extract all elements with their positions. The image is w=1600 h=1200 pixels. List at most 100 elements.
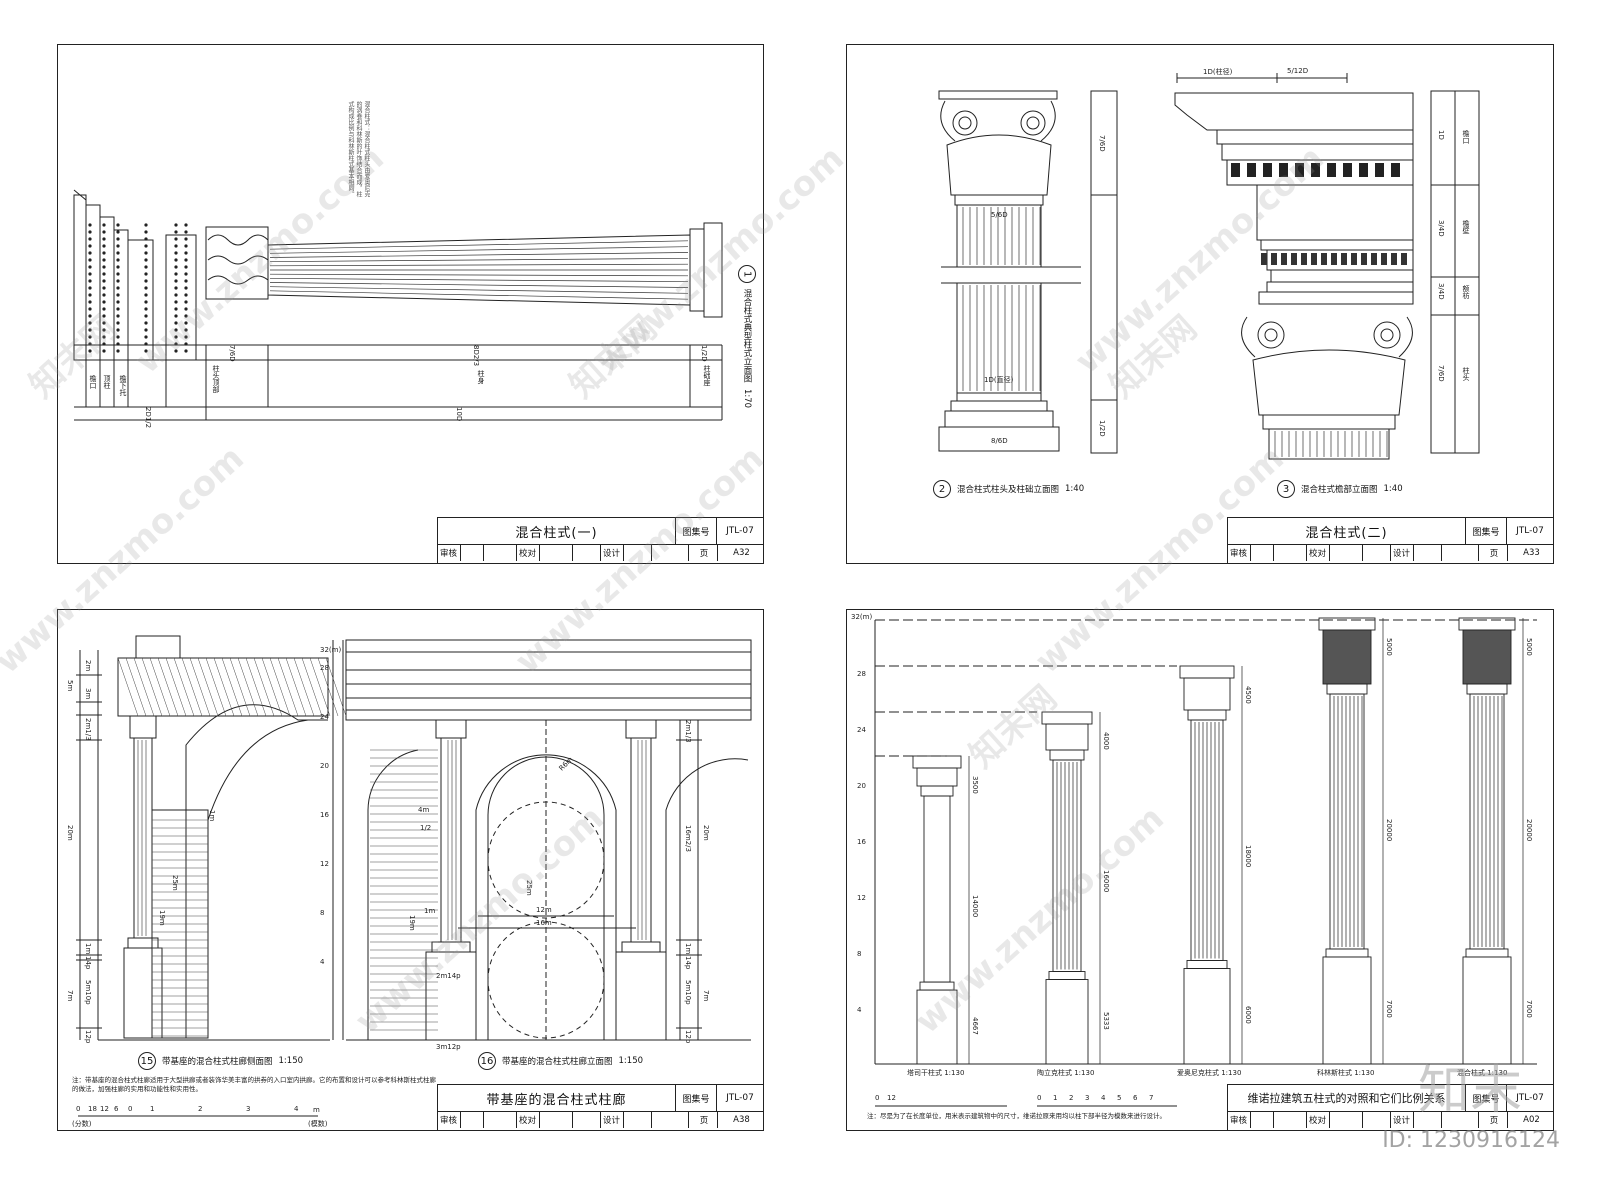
axis-tick-label: 20: [320, 762, 329, 770]
dim-1d-diameter: 1D(直径): [984, 376, 1014, 384]
entablature-frieze: [1462, 629, 1512, 685]
orders-note: 注：尽是为了在长度单位，用米表示建筑物中的尺寸，维诺拉原来用均以柱下部半径为模数…: [867, 1112, 1166, 1120]
dentil: [1391, 163, 1400, 177]
shaft-flute: [269, 282, 689, 288]
molding-bead: [184, 300, 188, 304]
label-capital: 柱头: [1462, 367, 1470, 381]
set-code: JTL-07: [717, 518, 763, 545]
molding-bead: [144, 272, 148, 276]
arcade-note: 注：带基座的混合柱式柱廊适用于大型拱廊或者装饰华美丰富的拱券的入口室内拱廊。它的…: [72, 1076, 436, 1093]
design-label: 设计: [601, 545, 624, 561]
scale-number: 1: [1053, 1094, 1058, 1102]
shaft-flute: [269, 290, 689, 300]
hatch: [141, 657, 163, 717]
order-name: 混合柱式 1:130: [1457, 1069, 1508, 1077]
molding-bead: [88, 258, 92, 262]
caption-1: 1 混合柱式典型柱式立面图 1:70: [738, 265, 756, 408]
left-dim-2m1-3: 2m1/3: [84, 718, 92, 741]
right-dim-7m: 7m: [702, 990, 710, 1002]
label-frieze: 檐壁: [1462, 220, 1470, 234]
axis-tick-label: 12: [857, 894, 866, 902]
molding-bead: [102, 279, 106, 283]
hatch: [221, 657, 243, 717]
left-dim-12p: 12p: [84, 1030, 92, 1044]
caption-number: 3: [1277, 480, 1295, 498]
molding-bead: [116, 342, 120, 346]
scale-number: 18: [88, 1105, 97, 1113]
molding-bead: [144, 286, 148, 290]
label-cornice: 檐口: [1462, 130, 1470, 144]
dim-7-6d-b: 7/6D: [1437, 365, 1445, 382]
molding-bead: [102, 244, 106, 248]
molding-bead: [102, 307, 106, 311]
molding-bead: [184, 244, 188, 248]
title-block: 混合柱式(一) 图集号 JTL-07 审核 校对 设计 页 A32: [437, 517, 763, 563]
molding-bead: [144, 342, 148, 346]
hatch: [125, 657, 147, 717]
column-shaft: [1329, 693, 1365, 950]
set-code: JTL-07: [1507, 518, 1553, 545]
order-elevation: [1458, 617, 1524, 1065]
brand-logo: 知末: [1417, 1061, 1522, 1121]
arch-dim-2m14p: 2m14p: [436, 972, 461, 980]
sheet-title: 混合柱式(二): [1228, 518, 1466, 545]
scale-number: 12: [887, 1094, 896, 1102]
arcade-drawing: [76, 635, 752, 1117]
scale-number: 6: [114, 1105, 119, 1113]
capital: [1187, 709, 1227, 721]
hatch: [173, 657, 195, 717]
scale-number: 4: [1101, 1094, 1106, 1102]
label-base: 柱础座: [703, 365, 711, 386]
pedestal: [1183, 968, 1231, 1065]
hatch: [245, 657, 267, 717]
sheet-composite-order-2: 5/6D 1D(直径) 8/6D 7/6D 1/2D 1D(柱径) 5/12D …: [846, 44, 1554, 564]
scale-number: 2: [1069, 1094, 1074, 1102]
order-dimension: 5000: [1525, 638, 1533, 656]
molding-bead: [88, 279, 92, 283]
molding-bead: [88, 335, 92, 339]
molding-bead: [184, 223, 188, 227]
molding-bead: [88, 328, 92, 332]
molding-bead: [102, 342, 106, 346]
set-label: 图集号: [676, 1085, 717, 1112]
molding-bead: [102, 223, 106, 227]
molding-bead: [184, 321, 188, 325]
label-architrave: 檐下托: [119, 375, 127, 396]
molding-bead: [88, 286, 92, 290]
molding-bead: [174, 328, 178, 332]
frieze-ornament: [1391, 253, 1397, 265]
scale-number: 0: [1037, 1094, 1042, 1102]
molding-bead: [144, 258, 148, 262]
molding-bead: [174, 342, 178, 346]
review-label: 审核: [1228, 1112, 1251, 1128]
hatch: [157, 657, 179, 717]
left-dim-7m: 7m: [66, 990, 74, 1002]
caption-number: 16: [478, 1052, 496, 1070]
hatch: [181, 657, 203, 717]
molding-bead: [184, 265, 188, 269]
dentil: [1327, 163, 1336, 177]
molding-bead: [116, 265, 120, 269]
order-name: 爱奥尼克柱式 1:130: [1177, 1069, 1242, 1077]
caption-scale: 1:150: [618, 1056, 644, 1066]
hatch: [149, 657, 171, 717]
molding-bead: [88, 321, 92, 325]
molding-bead: [174, 300, 178, 304]
molding-bead: [174, 258, 178, 262]
axis-tick-label: 20: [857, 782, 866, 790]
caption-number: 15: [138, 1052, 156, 1070]
dentil: [1343, 163, 1352, 177]
molding-bead: [88, 293, 92, 297]
left-dim-5m10p: 5m10p: [84, 980, 92, 1005]
molding-bead: [88, 300, 92, 304]
molding-bead: [88, 342, 92, 346]
molding-bead: [144, 244, 148, 248]
caption-number: 1: [738, 265, 756, 283]
order-elevation: [1179, 665, 1243, 1065]
molding-bead: [88, 265, 92, 269]
hatch: [117, 657, 139, 717]
molding-bead: [88, 307, 92, 311]
caption-text: 混合柱式檐部立面图: [1301, 485, 1378, 495]
label-architrave: 额枋: [1462, 285, 1470, 299]
